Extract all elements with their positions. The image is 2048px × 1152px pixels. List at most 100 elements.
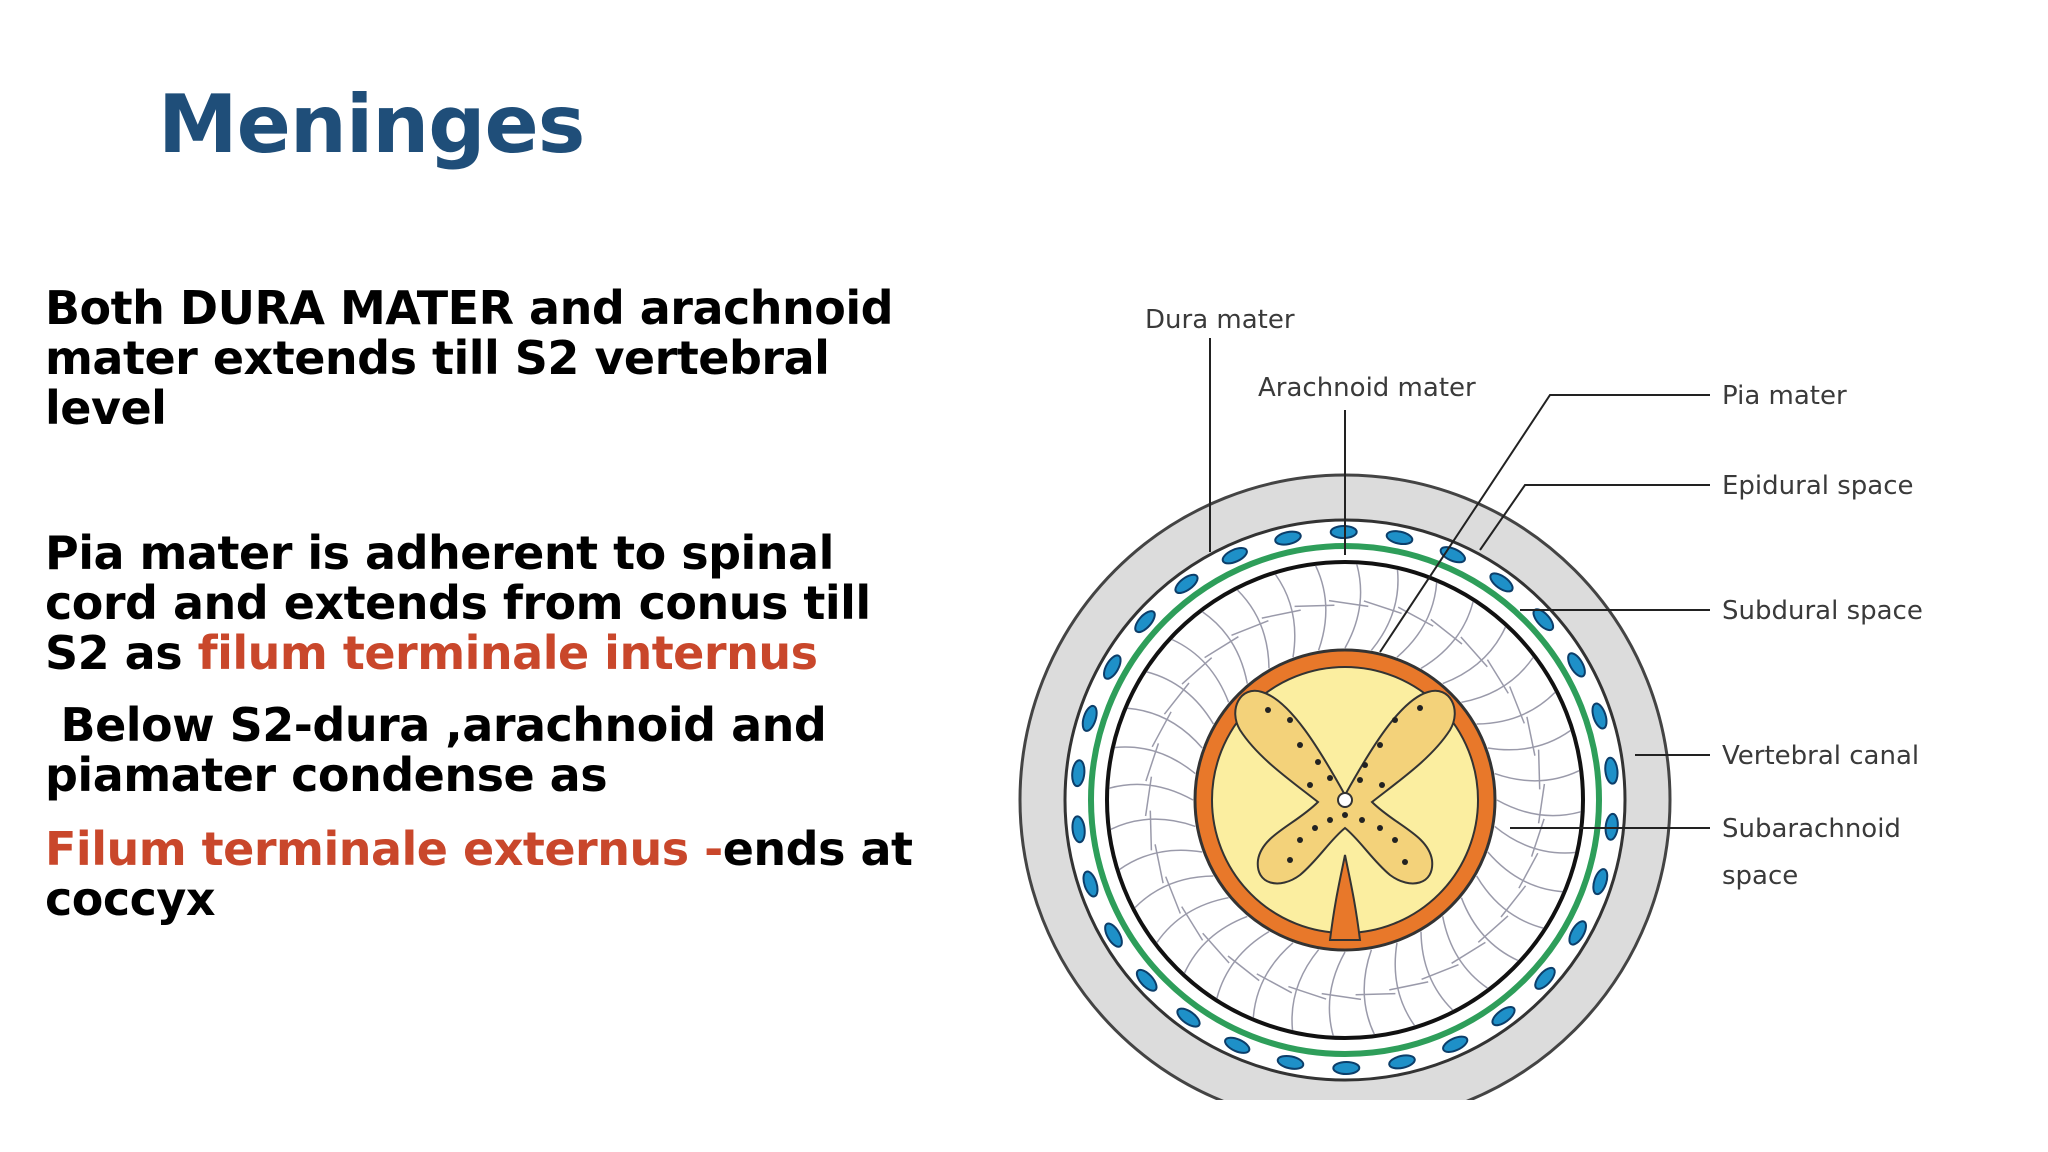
trabecula-branch [1321, 992, 1362, 1001]
trabecula [1171, 638, 1230, 703]
paragraph-filum-externus: Filum terminale externus -ends at coccyx [45, 824, 945, 924]
epidural-vessel [1135, 968, 1158, 992]
grey-matter-dot [1265, 707, 1271, 713]
trabecula [1274, 574, 1296, 658]
trabecula [1252, 942, 1294, 1018]
label-vertebral-canal: Vertebral canal [1722, 741, 1919, 771]
paragraph-dura-arachnoid: Both DURA MATER and arachnoid mater exte… [45, 281, 894, 435]
epidural-vessels [1071, 524, 1619, 1076]
trabecula-branch [1145, 743, 1160, 782]
epidural-vessel [1104, 922, 1123, 948]
grey-matter-dot [1392, 717, 1398, 723]
trabecula-branch [1430, 618, 1463, 645]
epidural-vessel [1332, 1060, 1361, 1076]
trabecula [1156, 896, 1229, 943]
trabecula-branch [1518, 852, 1539, 889]
trabecula [1291, 949, 1320, 1031]
label-dura-mater: Dura mater [1145, 305, 1295, 335]
epidural-vessel [1134, 610, 1156, 634]
grey-matter-dot [1315, 759, 1321, 765]
trabecula-branch [1537, 783, 1546, 824]
leader-epidural [1479, 484, 1710, 551]
subarachnoid-trabeculae [1109, 564, 1581, 1036]
trabecula-branch [1154, 844, 1164, 884]
spinal-meninges-diagram: Dura mater Arachnoid mater Pia mater Epi… [1018, 305, 1923, 1100]
trabecula-branch [1363, 600, 1402, 615]
below-s2-text: Below S2-dura ,arachnoid and piamater co… [45, 698, 827, 802]
slide-title: Meninges [158, 78, 585, 171]
epidural-vessel [1081, 704, 1098, 732]
epidural-vessel [1103, 654, 1122, 680]
trabecula-branch [1460, 636, 1488, 668]
trabecula-branch [1288, 985, 1327, 1000]
trabecula-branch [1261, 609, 1301, 619]
epidural-vessel [1174, 573, 1199, 594]
pia-text: Pia mater is adherent to spinal cord and… [45, 526, 871, 680]
grey-matter-dot [1287, 857, 1293, 863]
paragraph-below-s2: Below S2-dura ,arachnoid and piamater co… [45, 700, 945, 800]
trabecula [1315, 565, 1327, 651]
paragraph-pia-mater: Pia mater is adherent to spinal cord and… [45, 528, 945, 678]
trabecula-branch [1181, 906, 1204, 941]
trabecula [1127, 707, 1203, 749]
trabecula [1344, 564, 1362, 649]
epidural-vessel [1071, 815, 1086, 844]
label-arachnoid-mater: Arachnoid mater [1258, 373, 1476, 403]
trabecula-branch [1389, 981, 1429, 991]
grey-matter-dot [1357, 777, 1363, 783]
grey-matter-dot [1359, 817, 1365, 823]
filum-externus-highlight: Filum terminale externus - [45, 822, 723, 876]
trabecula [1134, 875, 1214, 909]
trabecula [1420, 601, 1474, 670]
trabecula [1119, 849, 1203, 871]
grey-matter-dot [1297, 742, 1303, 748]
trabecula [1370, 569, 1399, 651]
trabecula-branch [1256, 973, 1293, 994]
trabecula [1236, 589, 1270, 669]
trabecula [1183, 915, 1248, 974]
epidural-vessel [1534, 966, 1556, 990]
grey-matter-dot [1312, 825, 1318, 831]
anterior-median-fissure [1328, 854, 1362, 941]
epidural-vessel [1082, 870, 1099, 898]
epidural-vessel [1567, 652, 1586, 678]
trabecula-branch [1509, 686, 1525, 724]
epidural-vessel [1442, 1035, 1469, 1053]
label-pia-mater: Pia mater [1722, 381, 1847, 411]
grey-matter-dot [1379, 782, 1385, 788]
grey-matter [1234, 689, 1456, 885]
trabecula-branch [1451, 941, 1486, 964]
trabecula [1328, 951, 1346, 1036]
trabecula [1146, 671, 1215, 725]
grey-matter-dot [1377, 742, 1383, 748]
trabecula [1394, 942, 1416, 1026]
trabecula-branch [1149, 810, 1153, 851]
filum-externus-text: ends at coccyx [45, 822, 913, 926]
trabecula-branch [1202, 932, 1230, 964]
trabecula [1461, 657, 1534, 704]
trabecula-branch [1500, 885, 1527, 918]
grey-matter-dot [1392, 837, 1398, 843]
grey-matter-dot [1377, 825, 1383, 831]
epidural-vessel [1604, 756, 1619, 785]
trabecula-branch [1397, 606, 1434, 627]
trabecula-branch [1165, 876, 1181, 914]
trabecula [1494, 825, 1576, 854]
grey-matter-dots [1265, 705, 1423, 865]
trabecula [1441, 916, 1488, 989]
grey-matter-dot [1327, 817, 1333, 823]
trabecula-branch [1181, 657, 1213, 685]
grey-matter-dot [1297, 837, 1303, 843]
trabecula [1202, 611, 1249, 684]
epidural-vessel [1221, 547, 1248, 565]
grey-matter-dot [1417, 705, 1423, 711]
trabecula [1496, 799, 1581, 817]
trabecula [1363, 949, 1375, 1035]
trabecula [1396, 582, 1438, 658]
trabecula-branch [1486, 659, 1509, 694]
trabecula-branch [1294, 604, 1335, 608]
epidural-vessel [1489, 572, 1514, 593]
trabecula-branch [1530, 818, 1545, 857]
label-subdural-space: Subdural space [1722, 596, 1923, 626]
trabecula [1110, 818, 1196, 830]
